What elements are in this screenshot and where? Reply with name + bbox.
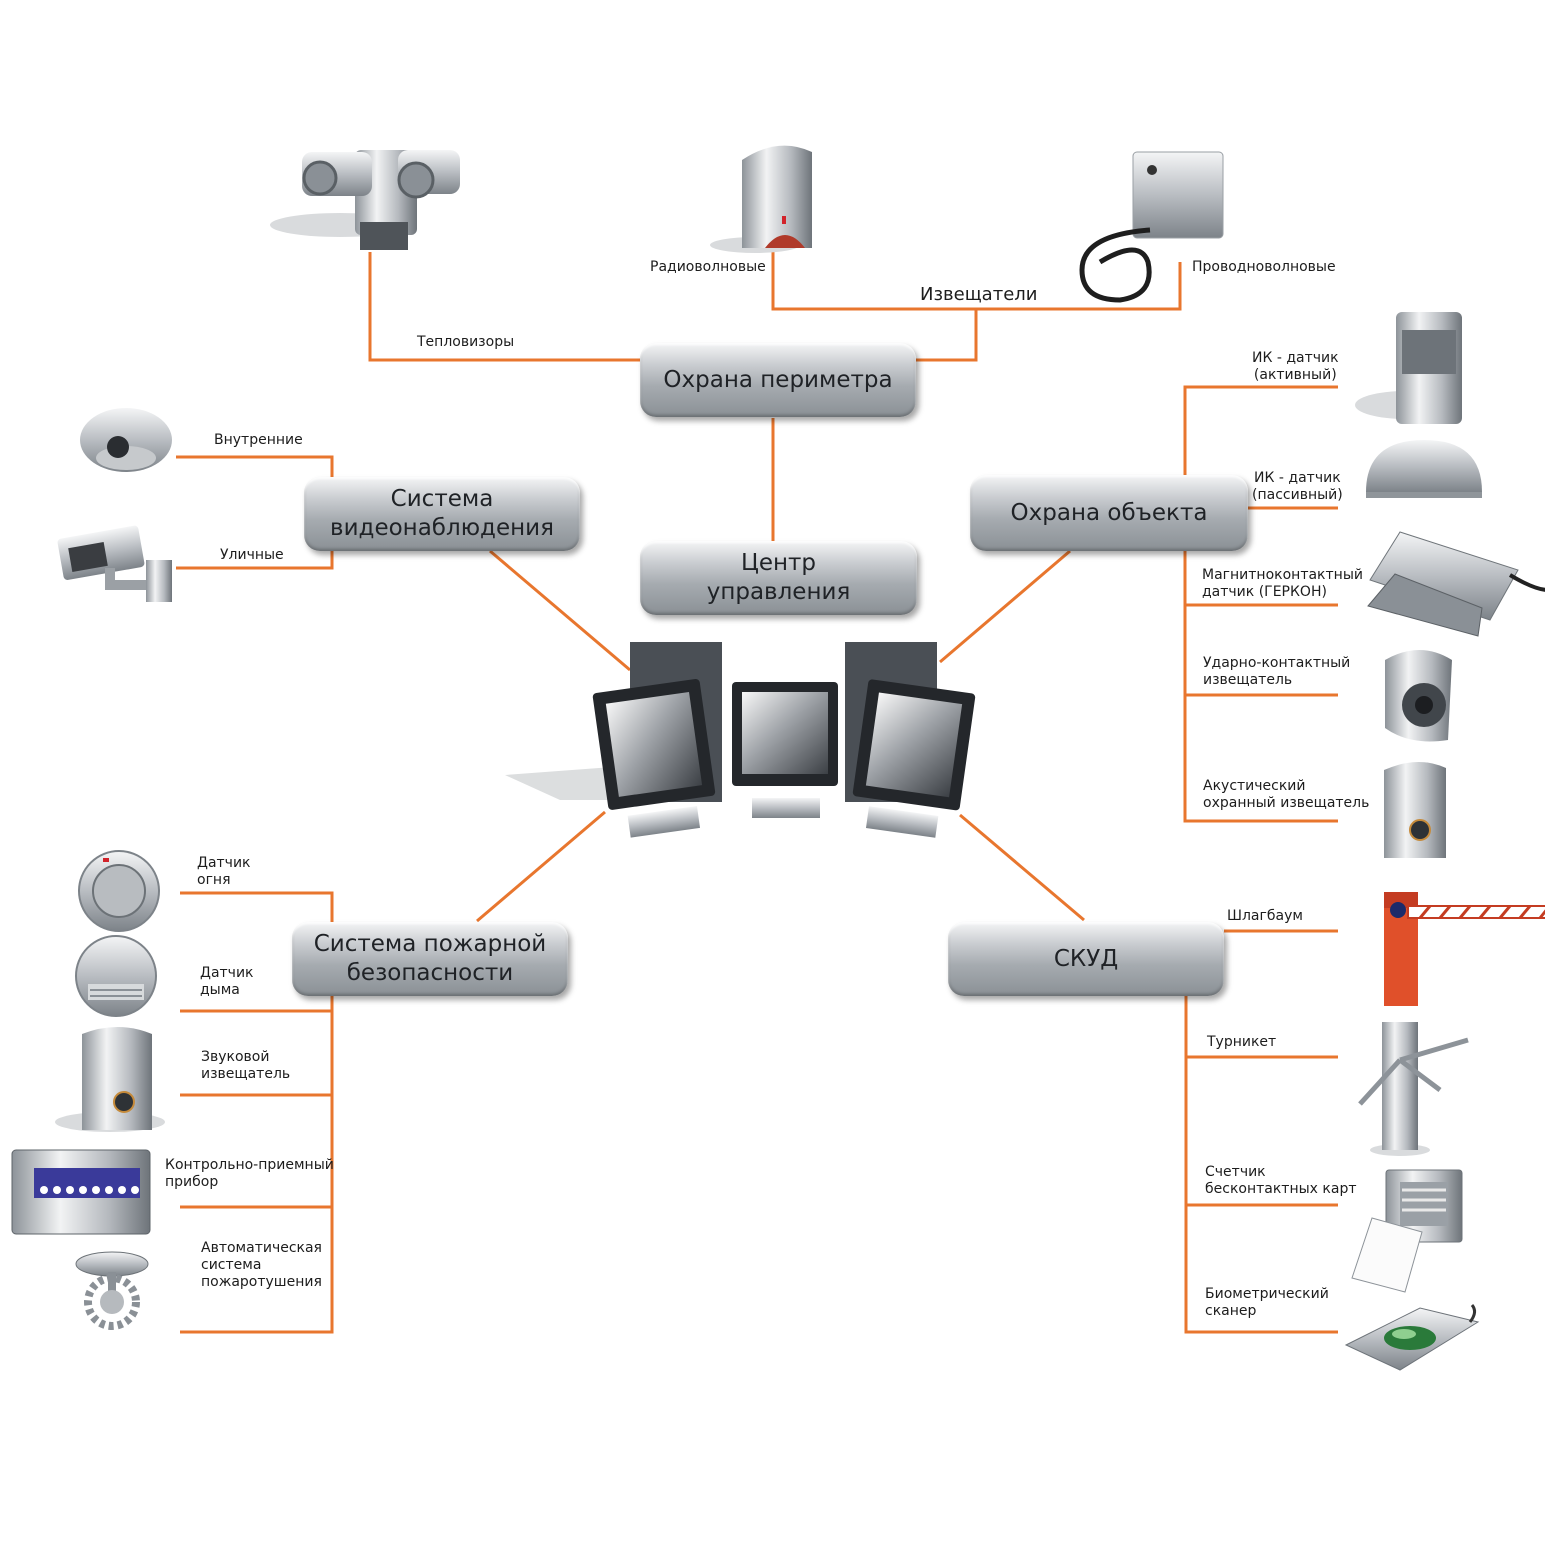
hub-perimeter: Охрана периметра: [640, 343, 916, 417]
label-smoke: Датчик дыма: [200, 965, 254, 998]
label-detectors: Извещатели: [920, 284, 1038, 305]
label-ir-passive: ИК - датчик (пассивный): [1252, 470, 1343, 503]
hub-video-line2: видеонаблюдения: [330, 515, 554, 541]
label-card-reader: Счетчик бесконтактных карт: [1205, 1164, 1357, 1197]
label-wire: Проводноволновые: [1192, 259, 1336, 275]
ir-active-sensor-icon: [1355, 312, 1462, 424]
label-radio: Радиоволновые: [650, 259, 766, 275]
sound-alarm-icon: [55, 1027, 165, 1132]
magnetic-contact-sensor-icon: [1367, 531, 1545, 637]
ir-passive-sensor-icon: [1366, 440, 1482, 498]
control-panel-icon: [11, 1149, 151, 1235]
label-acoustic: Акустический охранный извещатель: [1203, 778, 1370, 811]
biometric-scanner-icon: [1344, 1304, 1480, 1371]
hub-center: Центр управления: [640, 541, 917, 615]
label-flame: Датчик огня: [197, 855, 251, 888]
label-extinguish: Автоматическая система пожаротушения: [201, 1240, 322, 1290]
thermal-camera-icon: [270, 150, 460, 250]
control-center-computers-icon: [505, 642, 976, 838]
sprinkler-icon: [75, 1251, 149, 1330]
hub-fire-line1: Система пожарной: [313, 931, 547, 957]
label-video-internal: Внутренние: [214, 432, 303, 448]
label-biometric: Биометрический сканер: [1205, 1286, 1329, 1319]
hub-skud-label: СКУД: [1053, 945, 1119, 972]
outdoor-camera-icon: [57, 525, 172, 602]
label-thermal: Тепловизоры: [417, 334, 515, 350]
hub-fire-line2: безопасности: [346, 960, 514, 986]
label-barrier: Шлагбаум: [1227, 908, 1303, 924]
label-panel: Контрольно-приемный прибор: [165, 1157, 334, 1190]
barrier-icon: [1384, 892, 1545, 1006]
turnstile-icon: [1358, 1022, 1469, 1156]
orange-connectors: [176, 252, 1338, 1334]
radio-wave-detector-icon: [710, 145, 812, 253]
label-shock: Ударно-контактный извещатель: [1203, 655, 1351, 688]
hub-fire: Система пожарной безопасности: [292, 922, 568, 996]
hub-video-line1: Система: [390, 486, 494, 512]
hub-perimeter-label: Охрана периметра: [663, 366, 893, 393]
card-reader-icon: [1351, 1169, 1463, 1293]
label-turnstile: Турникет: [1207, 1034, 1277, 1050]
hub-video: Система видеонаблюдения: [304, 477, 580, 551]
label-video-outdoor: Уличные: [220, 547, 284, 563]
acoustic-detector-icon: [1384, 761, 1446, 858]
dome-camera-internal-icon: [80, 408, 172, 472]
label-magnetic: Магнитноконтактный датчик (ГЕРКОН): [1202, 567, 1363, 600]
hub-object: Охрана объекта: [970, 475, 1248, 551]
label-ir-active: ИК - датчик (активный): [1252, 350, 1339, 383]
hub-object-label: Охрана объекта: [1010, 499, 1208, 526]
wire-wave-detector-icon: [1079, 151, 1224, 303]
hub-skud: СКУД: [948, 922, 1224, 996]
smoke-detector-icon: [75, 935, 157, 1017]
label-sound: Звуковой извещатель: [201, 1049, 291, 1082]
shock-contact-detector-icon: [1385, 650, 1452, 742]
hub-center-line1: Центр: [740, 550, 817, 576]
hub-center-line2: управления: [706, 579, 851, 605]
flame-detector-icon: [78, 850, 160, 932]
